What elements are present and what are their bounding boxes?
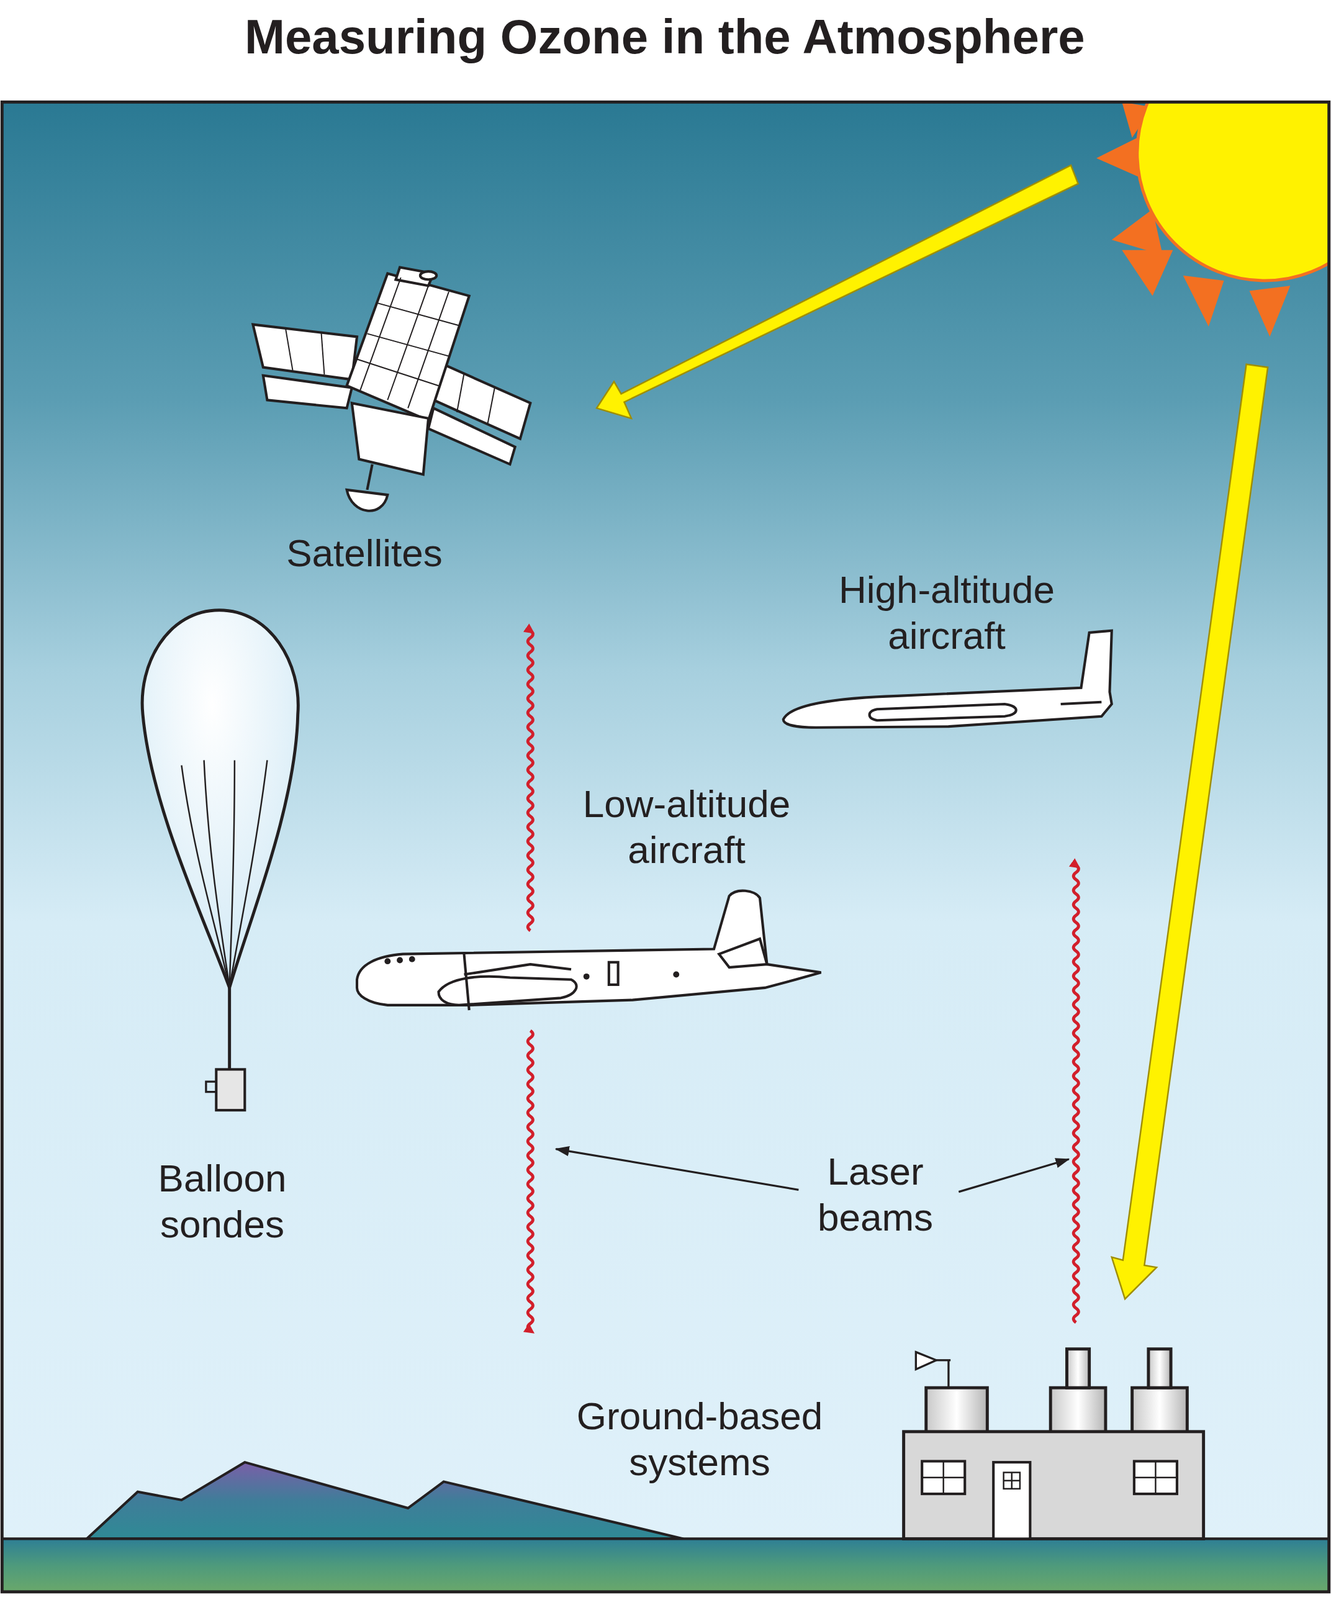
laser-beam bbox=[527, 630, 533, 931]
satellite-label: Satellites bbox=[234, 530, 495, 577]
aircraft-label: High-altitude aircraft bbox=[800, 566, 1093, 659]
aircraft-label: Low-altitude aircraft bbox=[540, 780, 833, 873]
laser-beam bbox=[1073, 865, 1079, 1323]
station-label: Ground-based systems bbox=[553, 1393, 846, 1485]
balloon-label: Balloon sondes bbox=[129, 1155, 316, 1248]
laser-label: Laser beams bbox=[797, 1148, 953, 1241]
laser-beam bbox=[527, 1030, 533, 1331]
diagram-title: Measuring Ozone in the Atmosphere bbox=[244, 8, 1086, 66]
